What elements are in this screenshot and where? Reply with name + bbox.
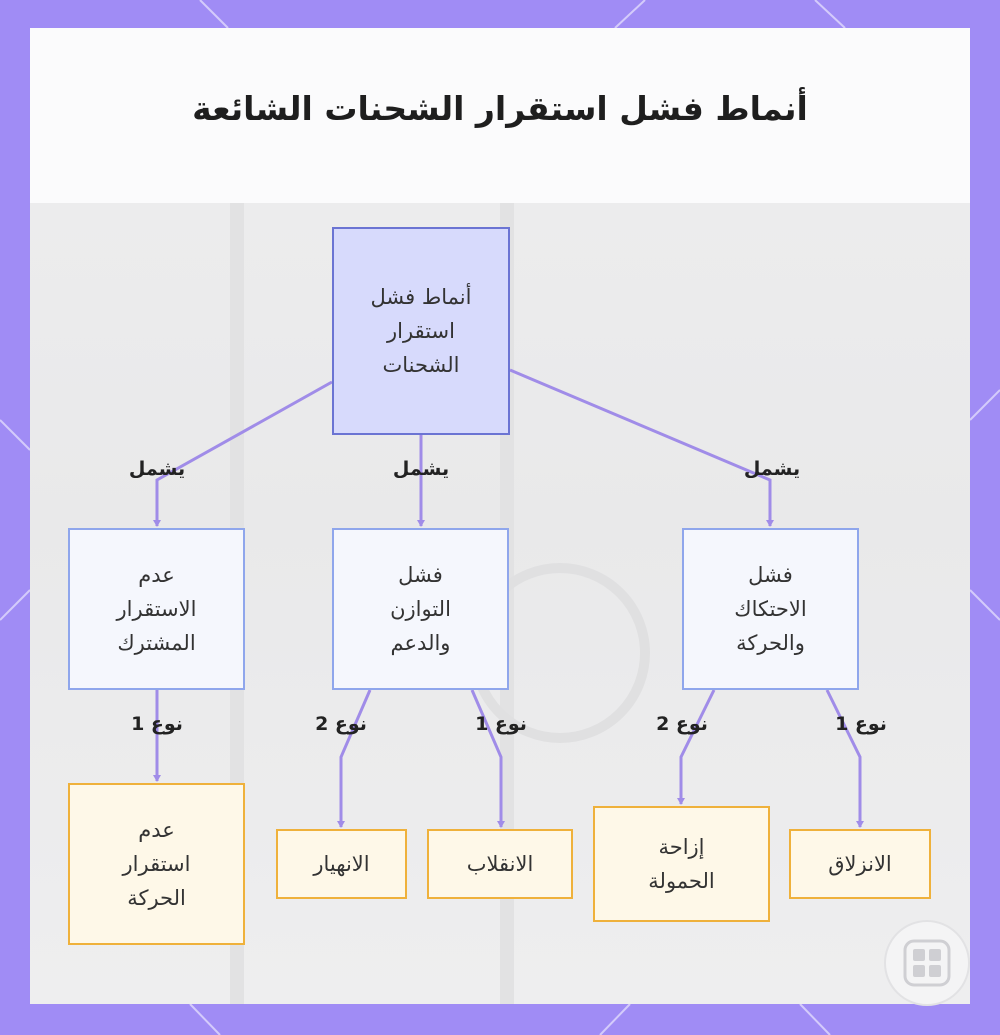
edge-label: يشمل: [392, 458, 450, 480]
grid-logo-icon: [884, 920, 970, 1006]
edge-label: يشمل: [743, 458, 801, 480]
edge-label: نوع 1: [835, 713, 887, 735]
edge-label: نوع 1: [475, 713, 527, 735]
edge-label: نوع 2: [656, 713, 708, 735]
edge-label: يشمل: [128, 458, 186, 480]
node-slip: الانزلاق: [789, 829, 931, 899]
node-label: الانقلاب: [466, 852, 534, 876]
edge-friction-slip: [825, 689, 864, 828]
edge-friction-shift: [677, 689, 716, 805]
edge-root-combined: [153, 380, 333, 527]
edge-balance-collapse: [337, 689, 372, 828]
edge-label: نوع 1: [131, 713, 183, 735]
edge-root-friction: [509, 368, 774, 527]
node-label: الانزلاق: [828, 852, 892, 876]
node-label: الانهيار: [313, 852, 370, 876]
diagram-title: أنماط فشل استقرار الشحنات الشائعة: [192, 89, 808, 128]
node-tip: الانقلاب: [427, 829, 573, 899]
edge-balance-tip: [470, 689, 505, 828]
node-collapse: الانهيار: [276, 829, 407, 899]
edge-label: نوع 2: [315, 713, 367, 735]
